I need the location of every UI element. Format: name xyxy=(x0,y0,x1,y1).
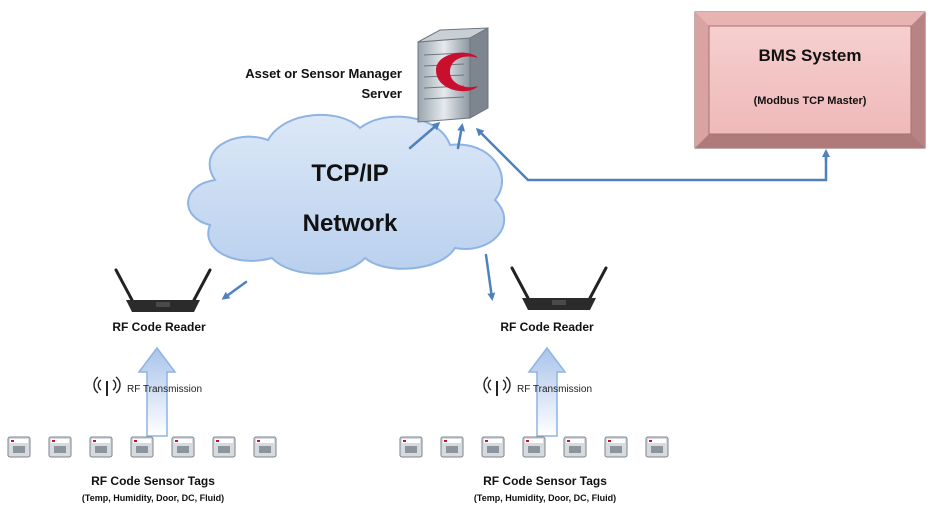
left-tags-title: RF Code Sensor Tags xyxy=(91,474,215,488)
bms-subtitle: (Modbus TCP Master) xyxy=(753,95,867,107)
right-transmission-arrow xyxy=(527,346,567,437)
sensor-tag-icon xyxy=(399,436,423,458)
sensor-tag-icon xyxy=(481,436,505,458)
sensor-tag-icon xyxy=(7,436,31,458)
right-wireless-icon xyxy=(483,376,511,396)
left-tags-subtitle: (Temp, Humidity, Door, DC, Fluid) xyxy=(81,493,225,503)
left-transmission-label: RF Transmission xyxy=(127,384,203,395)
sensor-tag-icon xyxy=(48,436,72,458)
left-reader-device xyxy=(114,268,212,312)
sensor-tag-icon xyxy=(440,436,464,458)
sensor-tag-icon xyxy=(645,436,669,458)
bms-system-box xyxy=(694,11,926,149)
server-label-line1: Asset or Sensor Manager xyxy=(245,66,402,81)
network-label-line2: Network xyxy=(302,210,398,237)
left-reader-label: RF Code Reader xyxy=(112,320,206,334)
network-label-line1: TCP/IP xyxy=(311,160,389,187)
arrow-cloud-to-server-2 xyxy=(456,123,466,150)
sensor-tag-icon xyxy=(89,436,113,458)
right-transmission-label: RF Transmission xyxy=(517,384,593,395)
connection-arrows xyxy=(221,122,830,301)
sensor-tag-icon xyxy=(522,436,546,458)
left-transmission-arrow xyxy=(137,346,177,437)
sensor-tag-icon xyxy=(130,436,154,458)
sensor-tag-icon xyxy=(171,436,195,458)
right-tags-title: RF Code Sensor Tags xyxy=(483,474,607,488)
bms-title: BMS System xyxy=(758,46,862,65)
arrow-cloud-to-server-1 xyxy=(408,122,441,150)
right-sensor-tags xyxy=(399,436,669,458)
sensor-tag-icon xyxy=(563,436,587,458)
server-label-line2: Server xyxy=(361,86,402,101)
right-reader-device xyxy=(510,266,608,310)
arrow-cloud-to-left-reader xyxy=(221,280,248,300)
sensor-tag-icon xyxy=(212,436,236,458)
arrow-bms-to-server xyxy=(475,127,828,182)
network-cloud xyxy=(187,113,506,275)
left-wireless-icon xyxy=(93,376,121,396)
right-reader-label: RF Code Reader xyxy=(500,320,594,334)
right-tags-subtitle: (Temp, Humidity, Door, DC, Fluid) xyxy=(473,493,617,503)
left-sensor-tags xyxy=(7,436,277,458)
arrow-cloud-to-right-reader xyxy=(484,253,496,301)
sensor-tag-icon xyxy=(604,436,628,458)
sensor-tag-icon xyxy=(253,436,277,458)
server-icon xyxy=(417,27,489,123)
